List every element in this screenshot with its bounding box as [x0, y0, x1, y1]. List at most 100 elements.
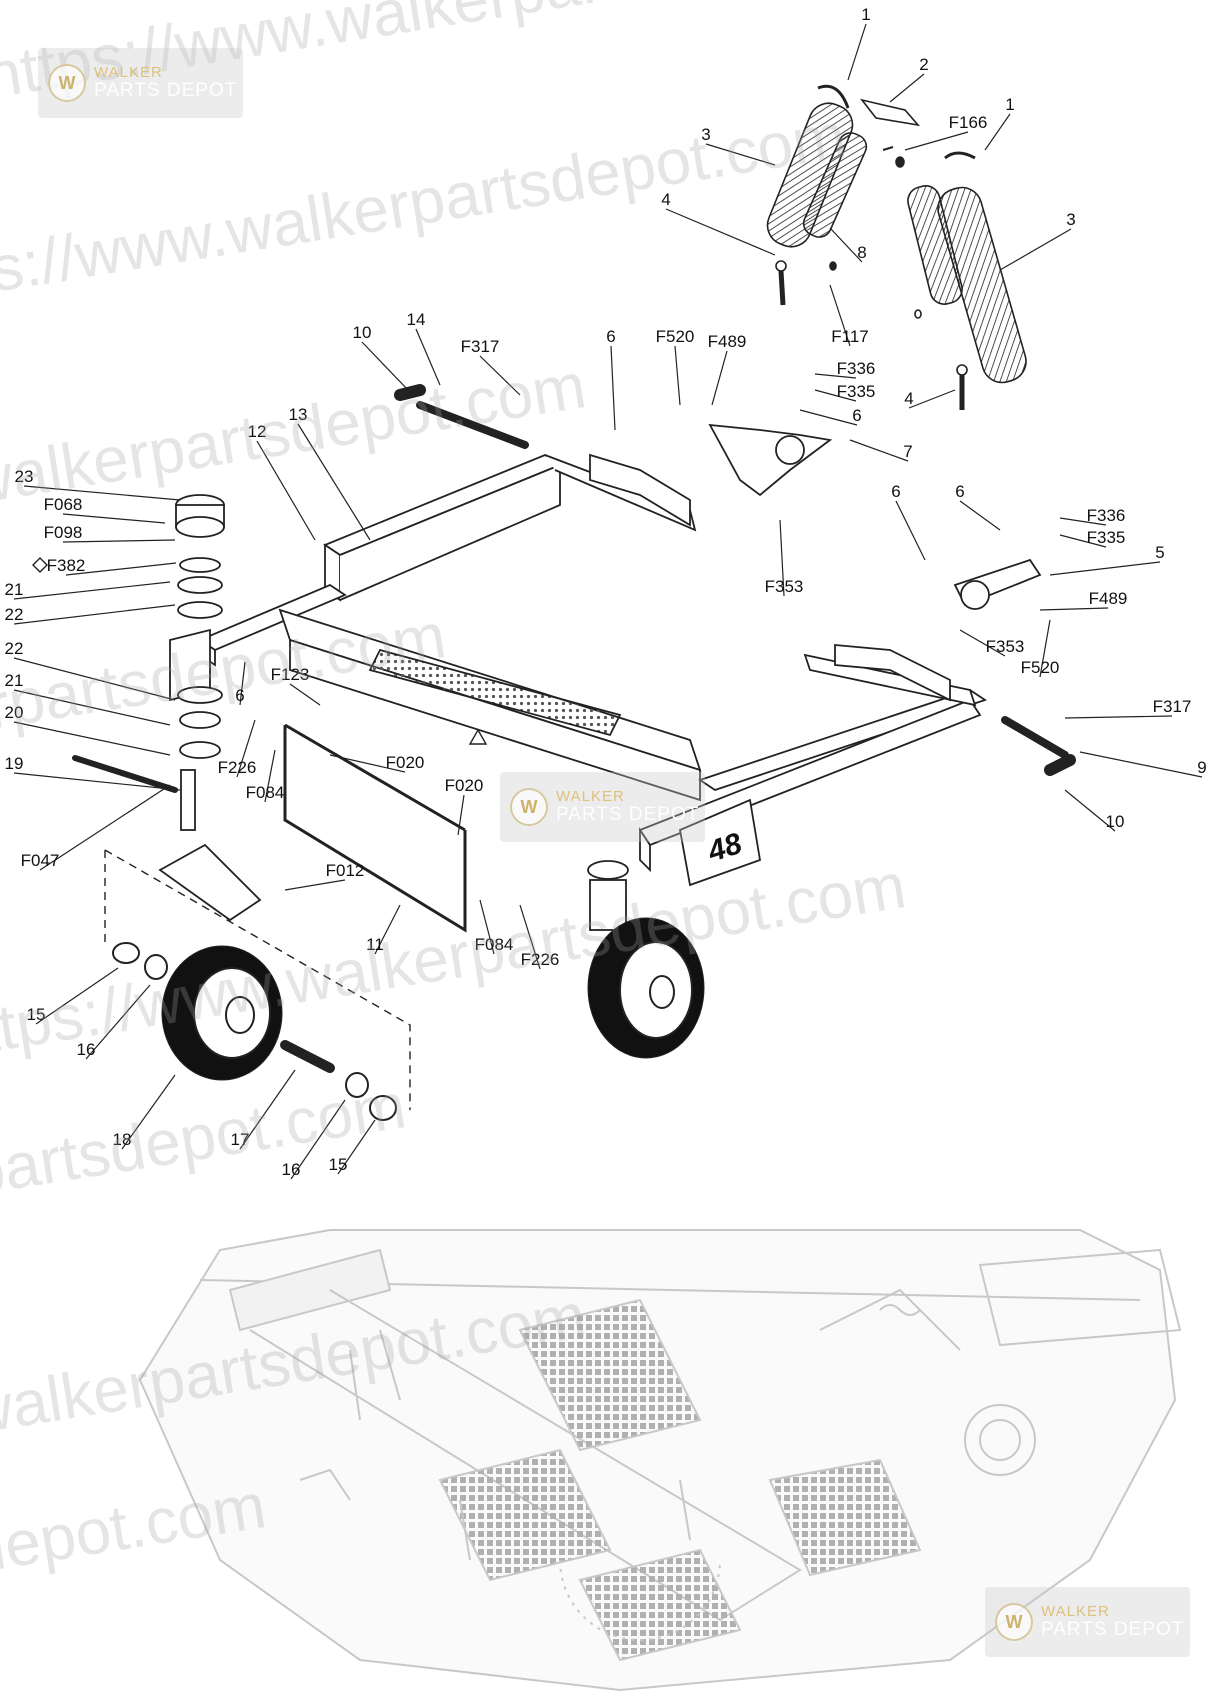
leader-line	[13, 772, 181, 791]
callout-label: F226	[521, 950, 560, 969]
leader-line	[908, 389, 956, 409]
walker-logo-icon: W	[48, 64, 86, 102]
leader-line	[1064, 715, 1173, 719]
leader-line	[1039, 607, 1109, 611]
callout-label: 10	[1106, 812, 1125, 831]
callout-label: 21	[5, 580, 24, 599]
leader-line	[519, 904, 541, 970]
watermark-logo: W WALKER PARTS DEPOT	[38, 48, 243, 118]
logo-sub: PARTS DEPOT	[1041, 1618, 1185, 1640]
leader-line	[297, 423, 371, 541]
callout-label: F353	[765, 577, 804, 596]
callout-label: 1	[861, 5, 870, 24]
leader-line	[999, 228, 1072, 271]
callout-label: F117	[831, 327, 869, 346]
callout-label: 19	[5, 754, 24, 773]
callout-label: 6	[955, 482, 964, 501]
leader-line	[329, 754, 406, 773]
callout-label: F123	[271, 665, 310, 684]
leader-line	[13, 721, 171, 756]
leader-line	[361, 341, 409, 391]
leader-line	[289, 683, 321, 706]
callout-label: 11	[366, 935, 384, 954]
callout-label: 17	[231, 1130, 250, 1149]
callout-label: 9	[1197, 758, 1206, 777]
leader-line	[62, 513, 166, 524]
leader-lines	[13, 23, 1203, 1180]
leader-line	[13, 604, 176, 625]
leader-line	[799, 409, 858, 426]
leader-line	[236, 719, 256, 778]
leader-line	[1049, 561, 1161, 576]
logo-sub: PARTS DEPOT	[556, 803, 700, 825]
leader-line	[13, 689, 171, 726]
callout-label: 6	[606, 327, 615, 346]
logo-brand: WALKER	[1041, 1603, 1110, 1621]
leader-line	[984, 113, 1011, 151]
leader-line	[1059, 517, 1107, 526]
watermark-logo: W WALKER PARTS DEPOT	[500, 772, 705, 842]
leader-line	[779, 519, 785, 597]
callout-label: 5	[1155, 543, 1164, 562]
callout-label: 6	[235, 686, 244, 705]
leader-line	[849, 439, 909, 462]
leader-line	[13, 581, 171, 600]
leader-line	[13, 657, 176, 701]
spring-assembly	[766, 84, 1027, 410]
callout-label: 22	[5, 605, 24, 624]
watermark-logo: W WALKER PARTS DEPOT	[985, 1587, 1190, 1657]
leader-line	[337, 1119, 376, 1175]
callout-label: 3	[1066, 210, 1075, 229]
leader-line	[829, 227, 863, 263]
logo-brand: WALKER	[94, 64, 163, 82]
mower-deck-ghost	[138, 1229, 1182, 1692]
callout-label: 2	[919, 55, 928, 74]
leader-line	[674, 345, 681, 406]
callout-label: F335	[1087, 528, 1126, 547]
leader-line	[904, 131, 969, 151]
callout-label: F489	[1089, 589, 1128, 608]
leader-line	[959, 500, 1001, 531]
logo-sub: PARTS DEPOT	[94, 79, 238, 101]
leader-line	[62, 539, 176, 543]
leader-line	[814, 373, 857, 379]
callout-label: F098	[44, 523, 83, 542]
callout-label: 4	[904, 389, 913, 408]
leader-line	[665, 208, 776, 256]
leader-line	[479, 899, 495, 955]
callout-label: F336	[837, 359, 876, 378]
leader-line	[959, 629, 1006, 657]
callout-label: 6	[891, 482, 900, 501]
leader-line	[1079, 751, 1203, 778]
leader-line	[889, 73, 925, 103]
callout-label: 10	[353, 323, 372, 342]
callout-label: 21	[5, 671, 24, 690]
callout-label: 4	[661, 190, 670, 209]
leader-line	[1039, 619, 1051, 678]
callout-label: 8	[857, 243, 866, 262]
callout-label: 23	[15, 467, 34, 486]
callout-label: F336	[1087, 506, 1126, 525]
callout-label: F226	[218, 758, 257, 777]
leader-line	[23, 485, 181, 501]
callout-label: F166	[949, 113, 988, 132]
leader-line	[711, 350, 728, 406]
leader-line	[895, 500, 926, 561]
leader-line	[1059, 534, 1107, 548]
leader-line	[290, 1099, 346, 1180]
caster-frame	[158, 384, 1076, 933]
callout-label: F317	[1153, 697, 1192, 716]
leader-line	[121, 1074, 176, 1150]
callout-label: F020	[386, 753, 425, 772]
warning-triangle-icon	[468, 728, 488, 745]
callout-label: 16	[77, 1040, 96, 1059]
callout-label: F047	[21, 851, 60, 870]
callout-label: F335	[837, 382, 876, 401]
callout-label: 7	[903, 442, 912, 461]
leader-line	[35, 967, 119, 1025]
walker-logo-icon: W	[995, 1603, 1033, 1641]
callout-label: 15	[27, 1005, 46, 1024]
walker-logo-icon: W	[510, 788, 548, 826]
